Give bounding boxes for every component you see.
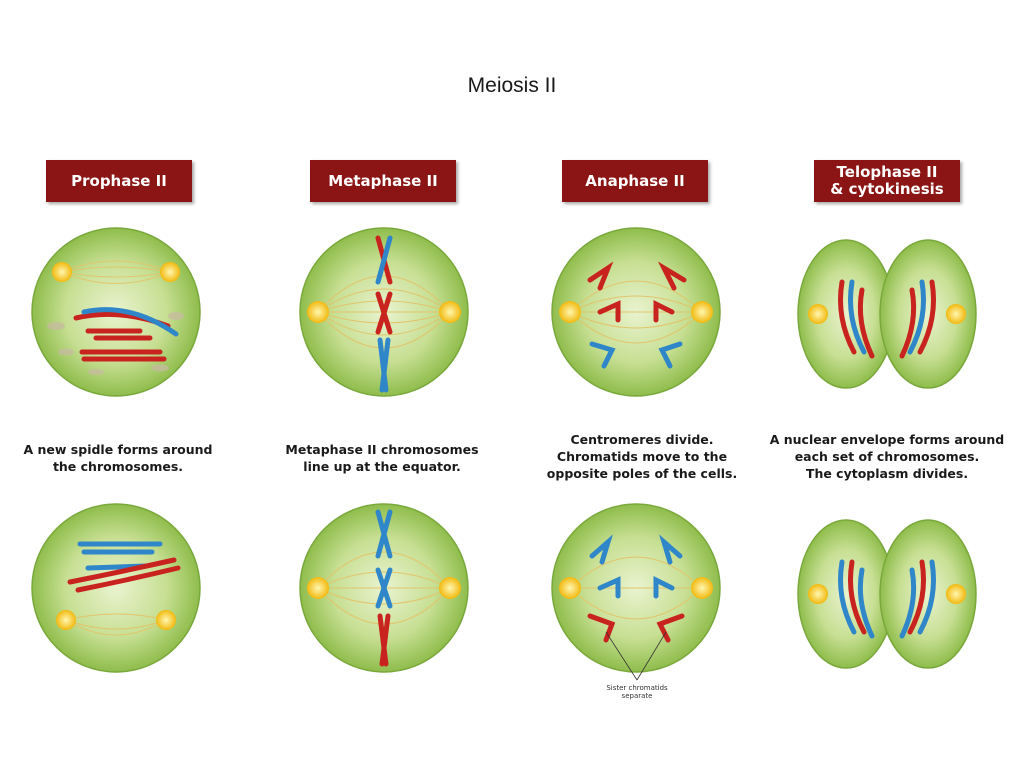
banner-metaphase-ii: Metaphase II: [310, 160, 456, 202]
banner-line: Metaphase II: [328, 171, 438, 190]
centrosome-icon: [439, 301, 461, 323]
banner-line: Anaphase II: [585, 171, 685, 190]
cell-telophase-bottom: [797, 519, 977, 669]
cell-prophase-top: [31, 227, 201, 397]
annotation-line: separate: [621, 692, 653, 700]
banner-telophase-ii: Telophase II & cytokinesis: [814, 160, 960, 202]
chromosome-icon: [838, 279, 936, 359]
centrosome-icon: [808, 584, 828, 604]
centrosome-icon: [307, 301, 329, 323]
centrosome-icon: [307, 577, 329, 599]
banner-prophase-ii: Prophase II: [46, 160, 192, 202]
caption-line: Centromeres divide.: [570, 432, 714, 447]
cell-metaphase-bottom: [299, 503, 469, 673]
chromosome-icon: [587, 261, 687, 369]
cell-anaphase-bottom: [551, 503, 721, 681]
caption-line: The cytoplasm divides.: [805, 466, 969, 481]
sister-chromatids-label: Sister chromatids separate: [587, 684, 687, 700]
centrosome-icon: [439, 577, 461, 599]
caption-line: each set of chromosomes.: [794, 449, 980, 464]
caption-line: A new spidle forms around: [23, 442, 213, 457]
annotation-line: Sister chromatids: [606, 684, 668, 692]
centrosome-icon: [56, 610, 76, 630]
caption-line: A nuclear envelope forms around: [769, 432, 1005, 447]
cell-anaphase-top: [551, 227, 721, 397]
centrosome-icon: [52, 262, 72, 282]
centrosome-icon: [156, 610, 176, 630]
banner-anaphase-ii: Anaphase II: [562, 160, 708, 202]
chromosome-icon: [67, 541, 181, 593]
centrosome-icon: [946, 304, 966, 324]
caption-telophase-ii: A nuclear envelope forms around each set…: [760, 431, 1014, 482]
banner-line: Telophase II: [836, 163, 938, 181]
chromosome-icon: [587, 534, 685, 643]
annotation-pointer: [605, 631, 667, 681]
caption-anaphase-ii: Centromeres divide. Chromatids move to t…: [522, 431, 762, 482]
cell-metaphase-top: [299, 227, 469, 397]
centrosome-icon: [808, 304, 828, 324]
cell-telophase-top: [797, 239, 977, 389]
chromosome-icon: [73, 307, 179, 362]
cell-prophase-bottom: [31, 503, 201, 673]
banner-line: & cytokinesis: [830, 180, 944, 198]
centrosome-icon: [691, 301, 713, 323]
centrosome-icon: [559, 301, 581, 323]
centrosome-icon: [946, 584, 966, 604]
caption-line: Chromatids move to the: [556, 449, 728, 464]
caption-line: line up at the equator.: [303, 459, 461, 474]
centrosome-icon: [160, 262, 180, 282]
chromosome-icon: [838, 559, 936, 639]
caption-metaphase-ii: Metaphase II chromosomes line up at the …: [272, 441, 492, 475]
caption-line: opposite poles of the cells.: [546, 466, 738, 481]
chromosome-icon: [375, 509, 393, 667]
caption-line: Metaphase II chromosomes: [285, 442, 479, 457]
caption-line: the chromosomes.: [52, 459, 184, 474]
banner-line: Prophase II: [71, 171, 167, 190]
slide-title: Meiosis II: [467, 74, 557, 97]
centrosome-icon: [559, 577, 581, 599]
chromosome-icon: [375, 235, 393, 393]
centrosome-icon: [691, 577, 713, 599]
caption-prophase-ii: A new spidle forms around the chromosome…: [8, 441, 228, 475]
